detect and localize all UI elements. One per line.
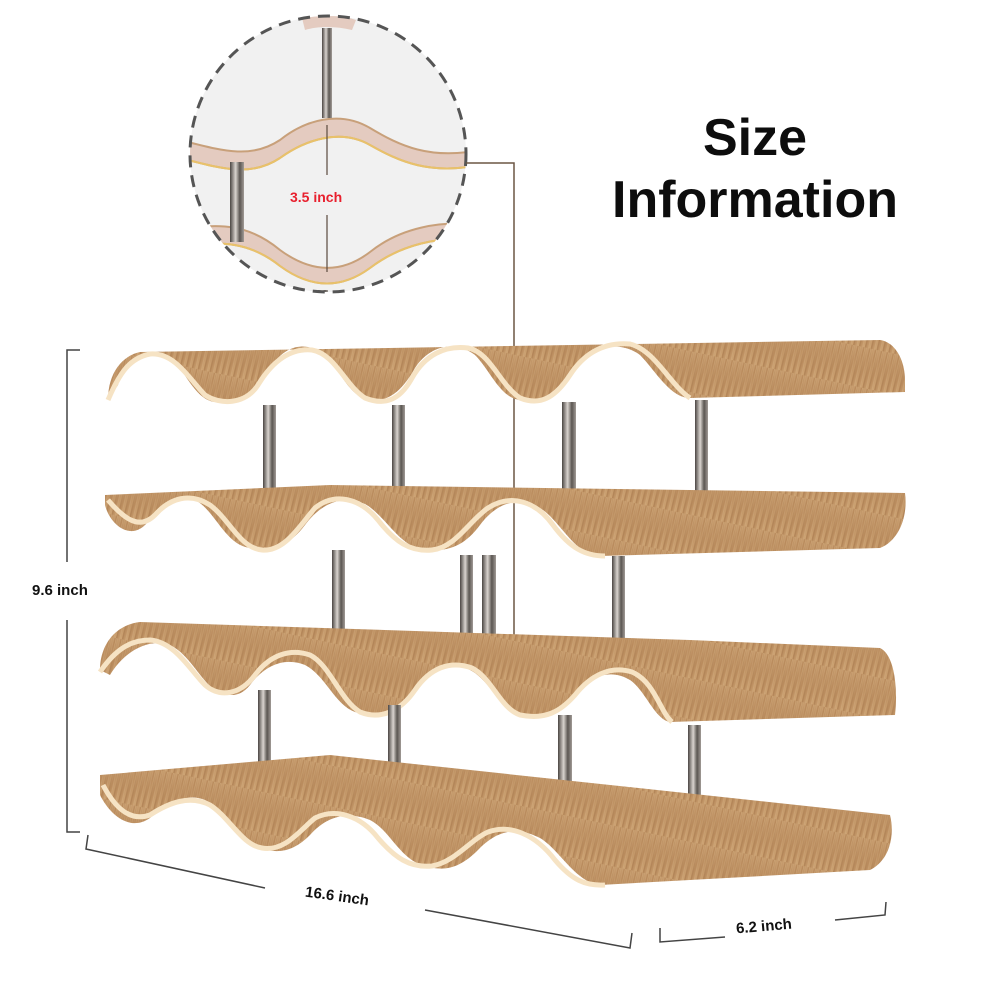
height-label: 9.6 inch	[32, 582, 88, 599]
title-line-2: Information	[612, 171, 898, 229]
height-dimension-line	[66, 349, 80, 833]
tier-gap-label: 3.5 inch	[290, 189, 343, 205]
rack-tier-2	[105, 485, 906, 559]
rack-tier-4	[100, 755, 892, 888]
support-rods-3	[258, 690, 701, 815]
title-line-1: Size	[702, 109, 808, 167]
support-rods-2	[332, 550, 625, 650]
rack-tier-3	[97, 622, 897, 724]
dashed-circle-border	[188, 14, 468, 294]
width-dimension-line	[85, 834, 633, 949]
depth-dimension-line	[659, 901, 887, 943]
support-rods-1	[263, 400, 708, 497]
leader-line	[466, 162, 515, 690]
detail-magnifier	[188, 14, 468, 294]
rack-tier-1	[105, 340, 905, 405]
